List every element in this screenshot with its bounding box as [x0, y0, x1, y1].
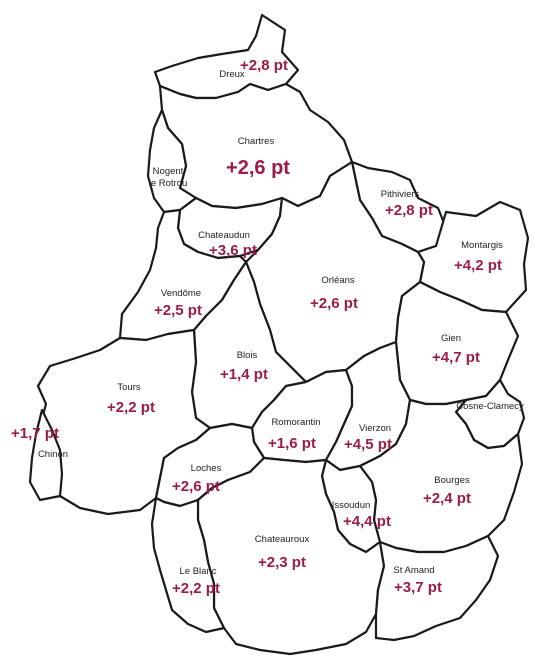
region-name-nogent-le-rotrou: Nogent le Rotrou	[148, 166, 188, 189]
region-value-orleans: +2,6 pt	[310, 295, 358, 312]
region-value-tours: +2,2 pt	[107, 399, 155, 416]
region-name-vendome: Vendôme	[160, 288, 202, 299]
region-name-bourges: Bourges	[434, 475, 470, 486]
region-value-chateaudun: +3,6 pt	[209, 242, 257, 259]
region-name-blois: Blois	[236, 350, 258, 361]
region-name-chartres: Chartres	[237, 136, 275, 147]
region-value-issoudun: +4,4 pt	[343, 513, 391, 530]
region-name-le-blanc: Le Blanc	[179, 566, 217, 577]
region-le-blanc[interactable]	[150, 496, 226, 634]
region-name-montargis: Montargis	[461, 240, 503, 251]
region-value-loches: +2,6 pt	[172, 478, 220, 495]
region-name-dreux: Dreux	[219, 69, 245, 80]
region-value-gien: +4,7 pt	[432, 349, 480, 366]
region-value-blois: +1,4 pt	[220, 366, 268, 383]
region-name-cosne-clamecy: Cosne-Clamecy	[456, 401, 524, 412]
region-chinon[interactable]	[28, 408, 64, 502]
region-name-gien: Gien	[440, 333, 462, 344]
region-value-pithiviers: +2,8 pt	[385, 202, 433, 219]
region-value-romorantin: +1,6 pt	[268, 435, 316, 452]
region-name-loches: Loches	[190, 463, 222, 474]
region-value-bourges: +2,4 pt	[423, 490, 471, 507]
region-name-issoudun: Issoudun	[331, 500, 371, 511]
region-value-chartres: +2,6 pt	[226, 157, 290, 179]
region-name-vierzon: Vierzon	[358, 423, 392, 434]
region-name-tours: Tours	[117, 382, 141, 393]
region-value-chinon: +1,7 pt	[11, 425, 59, 442]
region-name-chateaudun: Chateaudun	[198, 230, 250, 241]
region-name-st-amand: St Amand	[393, 565, 435, 576]
region-tours[interactable]	[36, 328, 212, 516]
region-st-amand[interactable]	[374, 534, 500, 642]
region-value-chateauroux: +2,3 pt	[258, 554, 306, 571]
region-value-montargis: +4,2 pt	[454, 257, 502, 274]
region-name-chinon: Chinon	[37, 449, 69, 460]
region-name-romorantin: Romorantin	[271, 417, 321, 428]
region-name-pithiviers: Pithiviers	[380, 189, 420, 200]
region-name-chateauroux: Chateauroux	[254, 534, 310, 545]
region-value-st-amand: +3,7 pt	[394, 579, 442, 596]
region-name-orleans: Orléans	[321, 275, 355, 286]
region-value-vierzon: +4,5 pt	[344, 436, 392, 453]
region-value-vendome: +2,5 pt	[154, 302, 202, 319]
region-value-le-blanc: +2,2 pt	[172, 580, 220, 597]
region-value-dreux: +2,8 pt	[240, 57, 288, 74]
